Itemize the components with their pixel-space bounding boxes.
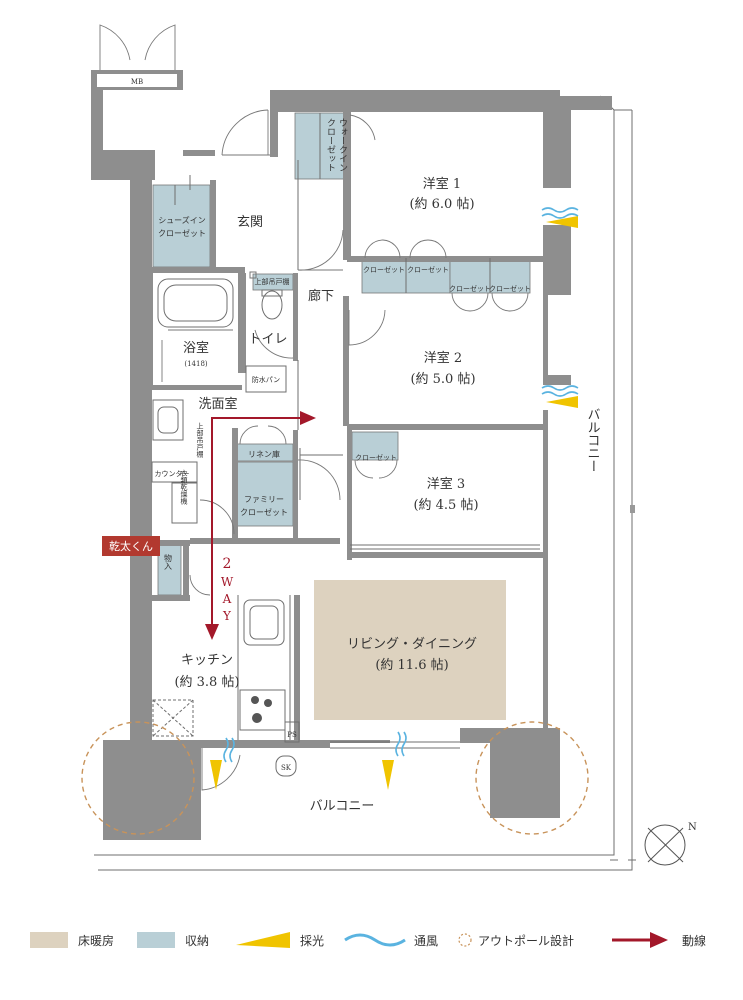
two-way-y: Y: [222, 609, 232, 623]
balcony-right-label: バルコニー: [585, 408, 601, 473]
living-name: リビング・ダイニング: [347, 637, 477, 652]
walls: [91, 70, 612, 840]
legend-daylight-mark: [236, 932, 290, 948]
legend-outpole-label: アウトポール設計: [478, 933, 574, 948]
legend-floor-heating-label: 床暖房: [78, 933, 114, 948]
kitchen-size: (約 3.8 帖): [174, 675, 239, 690]
sk-label: SK: [281, 764, 292, 772]
closet-room1-b: クローゼット: [407, 265, 449, 274]
corridor-label: 廊下: [308, 288, 334, 304]
ps-label: PS: [287, 731, 297, 739]
two-way-label: 2 W A Y: [221, 556, 234, 623]
doors: [99, 24, 529, 791]
western3-name: 洋室 3: [427, 476, 465, 492]
family-closet-line1: ファミリー: [244, 495, 284, 504]
waterproof-pan-label: 防水パン: [252, 375, 280, 384]
western1-size: (約 6.0 帖): [409, 197, 474, 212]
two-way-w: W: [221, 575, 234, 589]
legend-flow-head: [650, 932, 668, 948]
daylight-marks: [210, 216, 578, 790]
storage-label: 物入: [164, 553, 173, 570]
toilet-label: トイレ: [248, 332, 287, 347]
legend-outpole-mark: [458, 933, 472, 947]
two-way-2: 2: [223, 556, 232, 572]
closet-room2-b: クローゼット: [489, 284, 531, 293]
linen-label: リネン庫: [248, 449, 280, 459]
shoes-closet-line1: シューズイン: [158, 215, 206, 225]
balcony-bottom-label: バルコニー: [310, 799, 375, 814]
legend-daylight-label: 採光: [300, 934, 324, 948]
washroom-label: 洗面室: [198, 396, 237, 412]
legend-storage-label: 収納: [185, 934, 209, 948]
legend-flow-label: 動線: [682, 933, 706, 948]
legend: 床暖房 収納 採光 通風 アウトポール設計 動線: [30, 932, 706, 948]
living-floor-heating: [314, 580, 506, 720]
bath-size: (1418): [184, 360, 208, 368]
western2-size: (約 5.0 帖): [410, 372, 475, 387]
kantakun-label: 乾太くん: [109, 540, 153, 553]
walkin-closet-line1: ウォークイン: [337, 118, 348, 172]
outpole-right: [475, 721, 589, 835]
legend-storage-swatch: [137, 932, 175, 948]
upper-cabinet-label: 上部吊戸棚: [255, 277, 290, 286]
dryer-label: 衣類乾燥機: [180, 469, 188, 506]
compass: N: [644, 822, 697, 866]
family-closet-line2: クローゼット: [240, 507, 288, 517]
western3-size: (約 4.5 帖): [413, 498, 478, 513]
counter-label: カウンター: [155, 469, 190, 478]
kitchen-name: キッチン: [181, 653, 233, 668]
legend-ventilation-label: 通風: [414, 934, 438, 948]
ventilation-marks: [223, 207, 579, 763]
walkin-closet-line2: クローゼット: [325, 118, 336, 172]
western2-name: 洋室 2: [424, 350, 462, 366]
upper-cabinet-vertical: 上部吊戸棚: [196, 422, 204, 459]
outpole-left: [81, 721, 195, 835]
mb-label: MB: [131, 78, 143, 86]
legend-floor-heating-swatch: [30, 932, 68, 948]
two-way-a: A: [222, 592, 232, 606]
fixtures: [151, 113, 540, 777]
closet-room2-a: クローゼット: [449, 284, 491, 293]
closet-room3: クローゼット: [355, 453, 397, 462]
compass-north-label: N: [688, 822, 697, 833]
flow-route: [205, 411, 316, 640]
shoes-closet-line2: クローゼット: [158, 228, 206, 238]
entrance-label: 玄関: [237, 215, 263, 230]
bath-name: 浴室: [183, 340, 209, 356]
western1-name: 洋室 1: [423, 176, 461, 192]
legend-ventilation-mark: [344, 933, 406, 947]
storage-areas: [152, 112, 531, 596]
living-size: (約 11.6 帖): [375, 658, 448, 673]
kantakun-tag: [102, 536, 160, 556]
closet-room1-a: クローゼット: [363, 265, 405, 274]
